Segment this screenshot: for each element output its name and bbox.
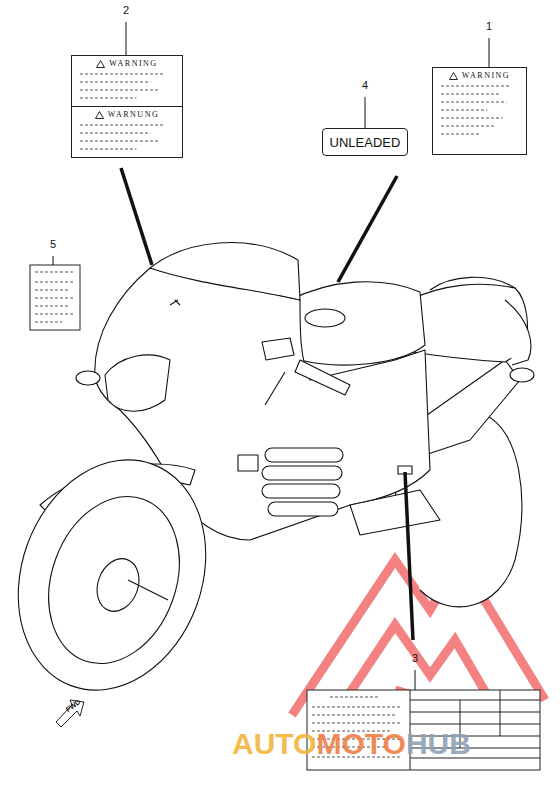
- fine-print: [78, 68, 176, 104]
- fuel-label: UNLEADED: [322, 128, 409, 156]
- watermark: HUB: [406, 727, 471, 761]
- side-vents: [262, 448, 343, 516]
- warning-heading: WARNUNG: [108, 110, 159, 119]
- fuel-cap: [305, 309, 345, 327]
- callout-number: 4: [362, 79, 368, 91]
- sticker-section: WARNING: [433, 68, 526, 142]
- warning-sticker: WARNING: [432, 67, 527, 155]
- sticker-heading: WARNUNG: [78, 110, 176, 119]
- handlebar-grip: [295, 360, 350, 395]
- sticker-section: WARNING: [72, 56, 182, 106]
- tail-cowl: [505, 300, 531, 365]
- fuel-tank: [290, 282, 425, 365]
- sticker-section: WARNUNG: [72, 106, 182, 157]
- callout-number: 2: [123, 4, 129, 16]
- callout-number: 5: [50, 238, 56, 250]
- fuel-label-text: UNLEADED: [330, 135, 401, 150]
- front-tire: [0, 433, 237, 716]
- watermark: MOTO: [316, 727, 405, 761]
- warning-triangle: [96, 60, 105, 68]
- forward-text: FWD: [59, 694, 88, 717]
- mirror: [262, 338, 294, 360]
- fine-print: [439, 80, 520, 140]
- sticker-heading: WARNING: [78, 59, 176, 68]
- callout-number: 3: [412, 652, 418, 664]
- warning-heading: WARNING: [109, 59, 157, 68]
- warning-triangle: [95, 111, 104, 119]
- callout-number: 1: [486, 20, 492, 32]
- turn-indicator: [238, 455, 258, 471]
- warning-triangle: [449, 72, 458, 80]
- watermark: AUTO: [232, 727, 316, 761]
- fine-print: [78, 119, 176, 155]
- rear-turn-signal: [510, 368, 534, 382]
- warning-heading: WARNING: [462, 71, 510, 80]
- headlight: [105, 355, 170, 411]
- warning-sticker: WARNING WARNUNG: [71, 55, 183, 158]
- windscreen: [150, 243, 300, 300]
- sticker-heading: WARNING: [439, 71, 520, 80]
- sticker-3: [307, 690, 540, 770]
- sticker-5: [30, 265, 80, 330]
- front-rim: [26, 478, 201, 682]
- front-turn-signal: [76, 371, 100, 385]
- leader-lines: [53, 22, 489, 690]
- lower-cowl: [350, 490, 440, 535]
- forward-mark: FWD: [58, 696, 88, 726]
